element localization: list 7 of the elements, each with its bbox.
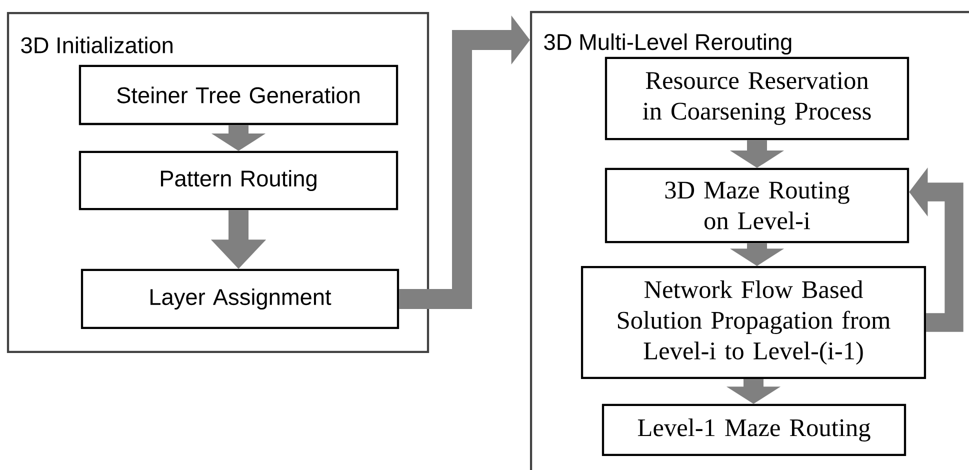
process-box: 3D Maze Routing on Level-i	[604, 168, 910, 244]
process-box: Network Flow Based Solution Propagation from Level-i to Level-(i-1)	[580, 266, 926, 380]
process-box: Level-1 Maze Routing	[602, 404, 906, 456]
process-box: Layer Assignment	[80, 268, 400, 330]
process-box: Pattern Routing	[78, 150, 398, 210]
process-box: Resource Reservation in Coarsening Process	[604, 56, 910, 140]
process-box: Steiner Tree Generation	[78, 64, 398, 126]
